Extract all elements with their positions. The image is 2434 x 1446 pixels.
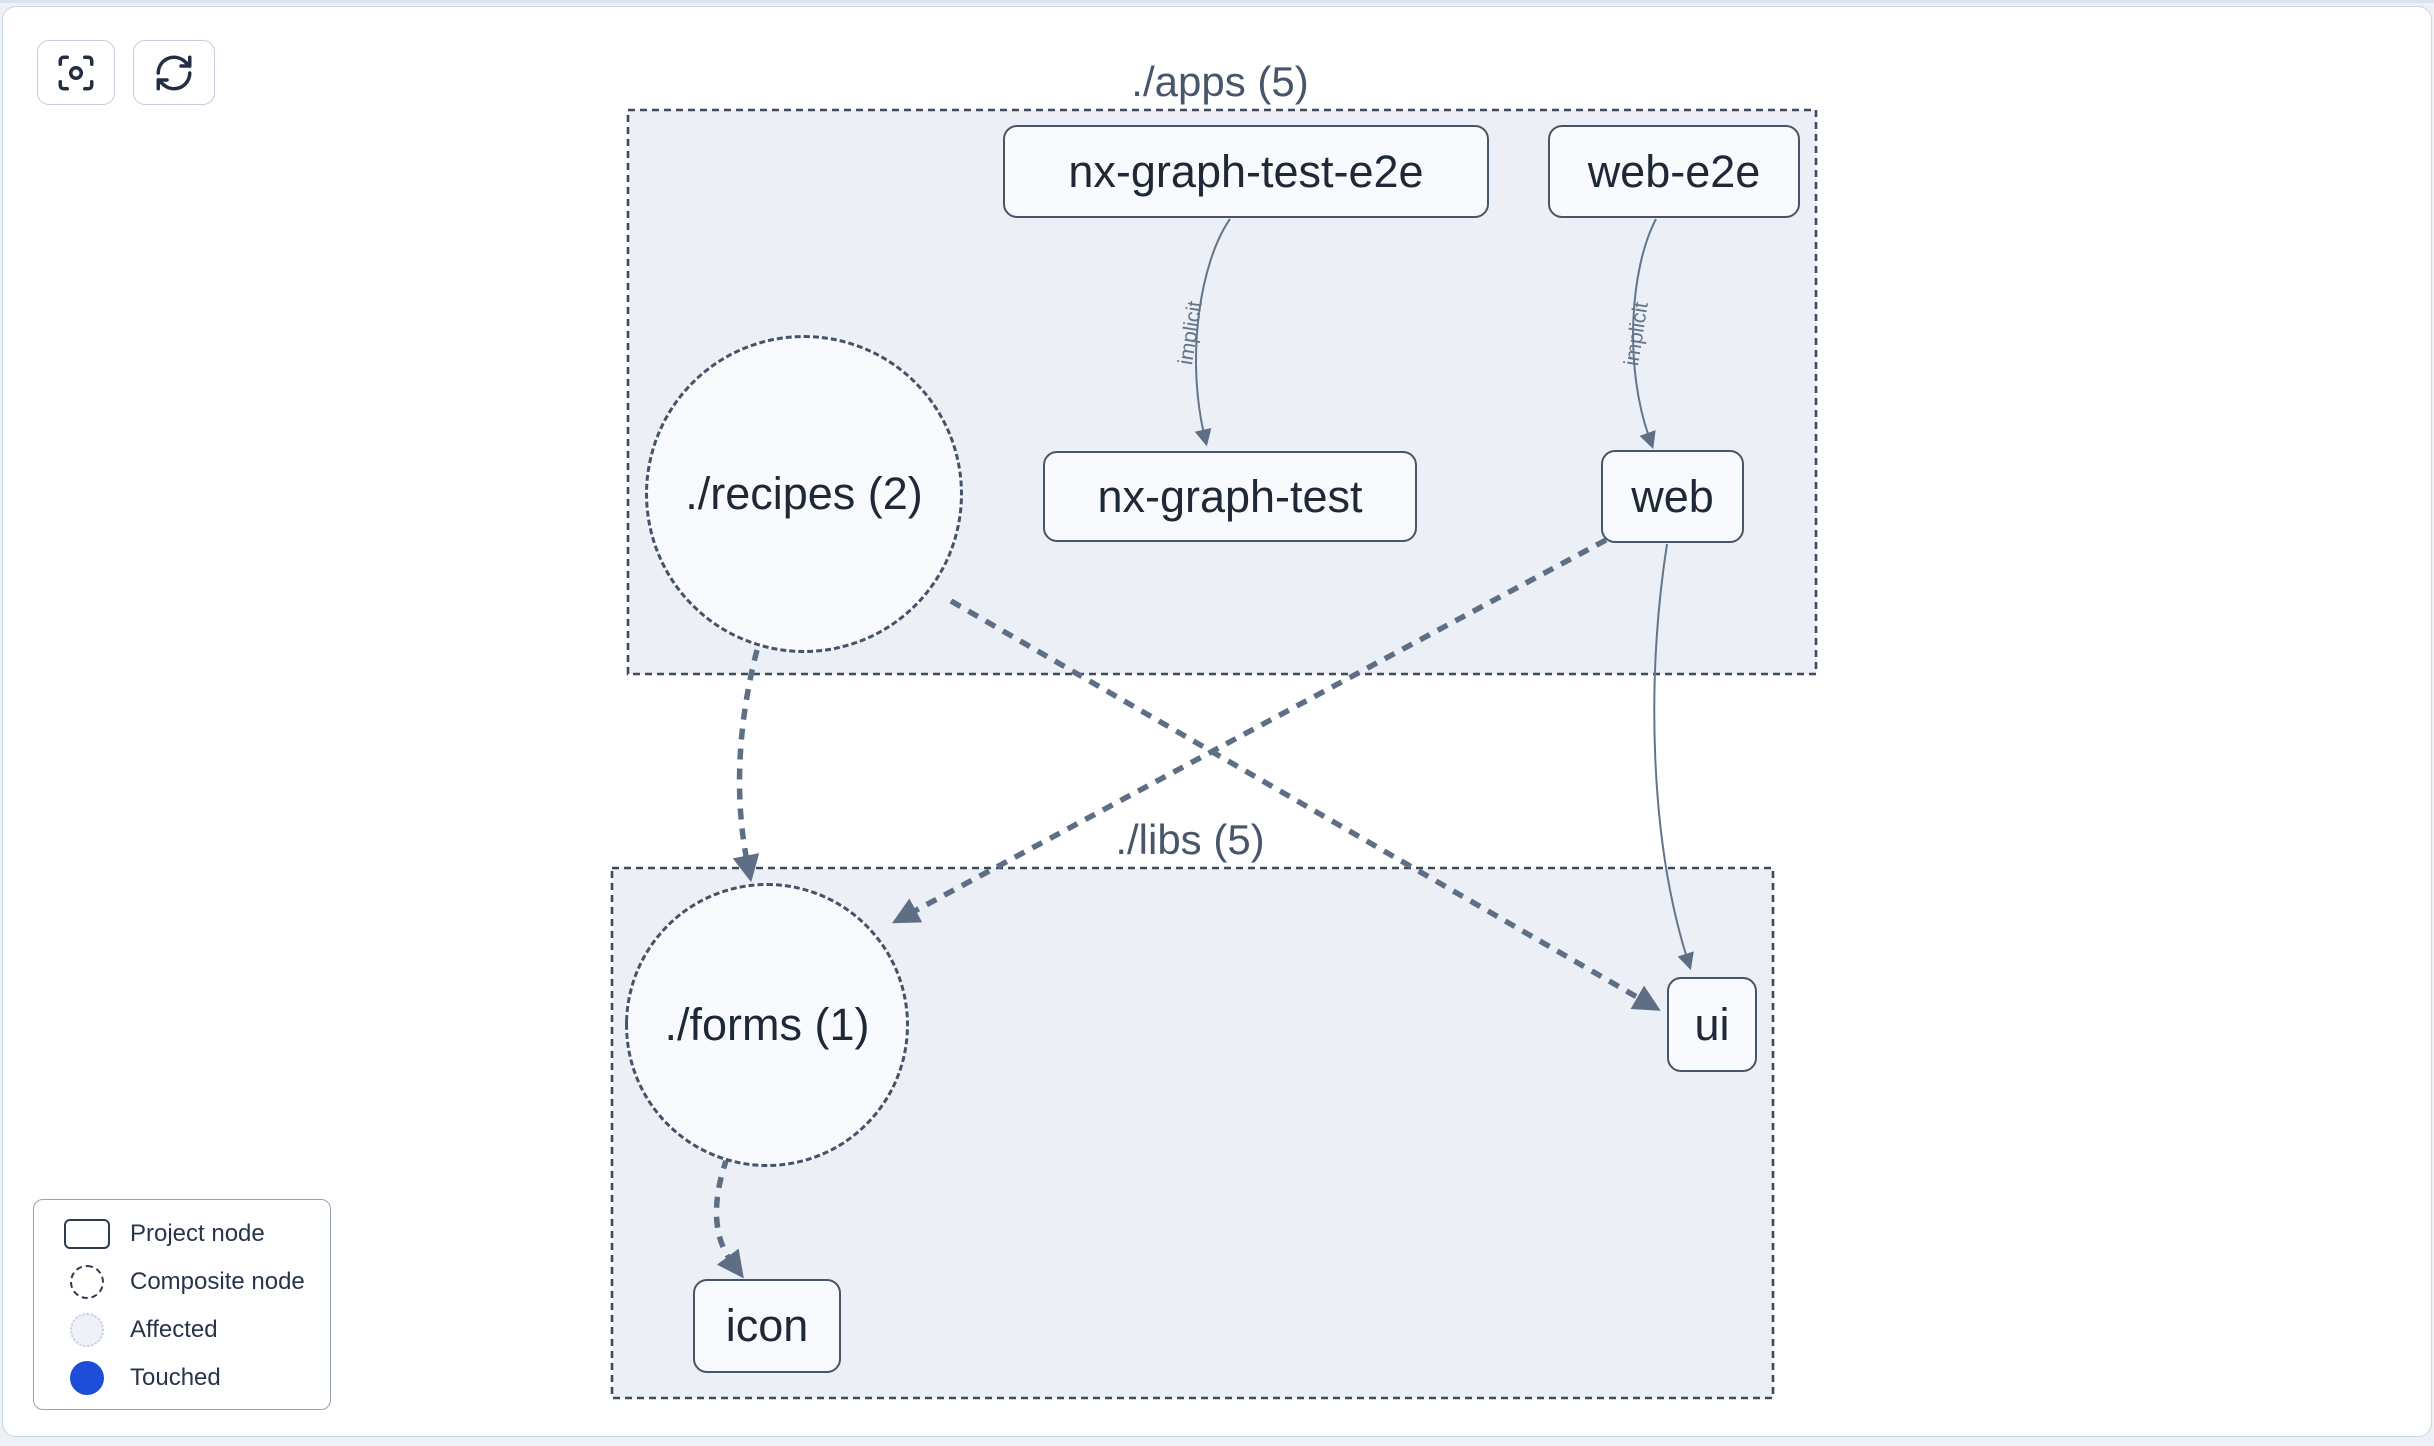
affected-icon: [56, 1313, 118, 1347]
legend-item-composite-node: Composite node: [34, 1258, 330, 1306]
node-web[interactable]: web: [1601, 450, 1744, 543]
group-label-apps: ./apps (5): [1131, 58, 1309, 105]
legend-label: Touched: [130, 1364, 221, 1391]
edge-forms-to-icon: [713, 1157, 744, 1279]
legend-label: Affected: [130, 1316, 218, 1343]
legend-item-project-node: Project node: [34, 1210, 330, 1258]
node-nx-graph-test[interactable]: nx-graph-test: [1043, 451, 1417, 542]
refresh-button[interactable]: [133, 40, 215, 105]
legend-item-affected: Affected: [34, 1306, 330, 1354]
edge-web-to-ui: [1653, 543, 1694, 971]
composite-node-icon: [56, 1265, 118, 1299]
legend: Project node Composite node Affected Tou…: [33, 1199, 331, 1410]
edge-recipes-to-ui: [949, 598, 1661, 1011]
edge-web-e2e-to-web: [1632, 218, 1657, 450]
top-divider: [0, 0, 2434, 3]
project-node-icon: [56, 1219, 118, 1249]
node-ui[interactable]: ui: [1667, 977, 1757, 1072]
composite-node-recipes[interactable]: ./recipes (2): [645, 335, 963, 653]
group-label-libs: ./libs (5): [1115, 816, 1265, 863]
refresh-icon: [153, 52, 195, 94]
touched-icon: [56, 1361, 118, 1395]
legend-label: Project node: [130, 1220, 265, 1247]
node-web-e2e[interactable]: web-e2e: [1548, 125, 1800, 218]
focus-icon: [55, 52, 97, 94]
legend-label: Composite node: [130, 1268, 305, 1295]
node-nx-graph-test-e2e[interactable]: nx-graph-test-e2e: [1003, 125, 1489, 218]
focus-button[interactable]: [37, 40, 115, 105]
node-icon[interactable]: icon: [693, 1279, 841, 1373]
edge-nx-graph-test-e2e-to-nx-graph-test: [1194, 218, 1231, 447]
legend-item-touched: Touched: [34, 1354, 330, 1402]
composite-node-forms[interactable]: ./forms (1): [625, 883, 909, 1167]
edge-recipes-to-forms: [732, 649, 760, 883]
